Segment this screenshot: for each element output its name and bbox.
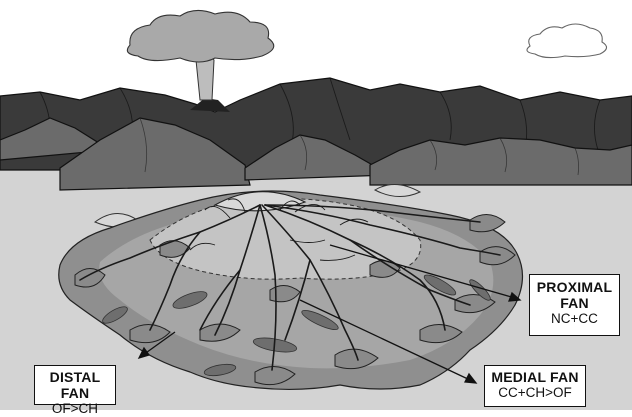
distal-fan-label: DISTAL FAN OF>CH (34, 365, 116, 405)
medial-fan-code: CC+CH>OF (485, 385, 585, 401)
medial-fan-label: MEDIAL FAN CC+CH>OF (484, 365, 586, 407)
proximal-fan-label: PROXIMAL FAN NC+CC (529, 274, 620, 336)
proximal-fan-title-line1: PROXIMAL (530, 279, 619, 295)
distal-fan-title: DISTAL FAN (35, 369, 115, 401)
distal-fan-code: OF>CH (35, 401, 115, 417)
proximal-fan-title-line2: FAN (530, 295, 619, 311)
proximal-fan-code: NC+CC (530, 311, 619, 327)
medial-fan-title: MEDIAL FAN (485, 369, 585, 385)
cloud (527, 24, 607, 58)
eruption-plume (127, 10, 273, 62)
